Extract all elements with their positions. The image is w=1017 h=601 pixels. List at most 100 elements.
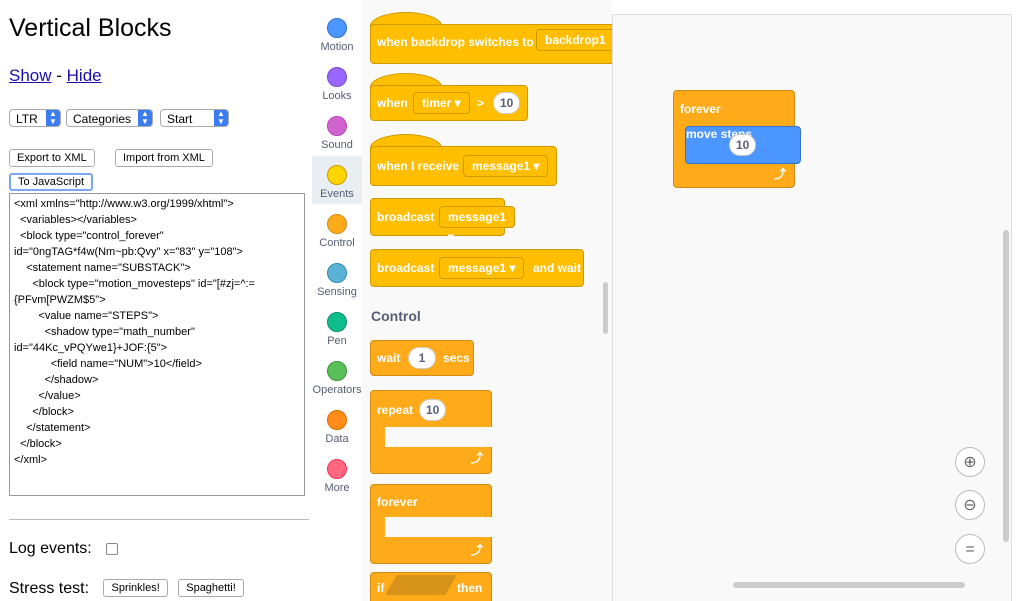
forever-block[interactable]: forever ⤴ — [370, 484, 492, 564]
reset-zoom-icon[interactable]: = — [955, 534, 985, 564]
timer-value-input[interactable]: 10 — [493, 92, 521, 114]
block-label: when — [377, 96, 408, 110]
category-color-icon — [327, 67, 347, 87]
operator-label: > — [477, 96, 485, 110]
direction-select[interactable]: LTR ▲▼ — [9, 109, 61, 127]
block-suffix: secs — [443, 351, 470, 365]
loop-arrow-icon: ⤴ — [470, 451, 483, 465]
zoom-in-icon[interactable]: ⊕ — [955, 447, 985, 477]
c-slot — [385, 517, 492, 537]
repeat-block[interactable]: repeat 10 ⤴ — [370, 390, 492, 474]
message-dropdown[interactable]: message1 ▾ — [439, 257, 525, 279]
export-xml-button[interactable]: Export to XML — [9, 149, 95, 167]
category-label: Looks — [322, 90, 352, 102]
block-label: wait — [377, 351, 401, 365]
flyout-scrollbar[interactable] — [603, 282, 608, 334]
message-dropdown[interactable]: message1 ▾ — [463, 155, 549, 177]
backdrop-dropdown[interactable]: backdrop1 — [536, 29, 612, 51]
condition-slot[interactable] — [385, 575, 457, 595]
sprinkles-button[interactable]: Sprinkles! — [103, 579, 168, 597]
import-xml-button[interactable]: Import from XML — [115, 149, 213, 167]
category-sound[interactable]: Sound — [312, 107, 362, 155]
loop-arrow-icon: ⤴ — [470, 543, 483, 557]
block-label: forever — [377, 495, 418, 509]
broadcast-and-wait-block[interactable]: broadcast message1 ▾ and wait — [370, 249, 584, 287]
log-events-label: Log events: — [9, 540, 92, 557]
loop-arrow-icon: ⤴ — [773, 167, 786, 181]
page-title: Vertical Blocks — [9, 14, 172, 42]
hide-link[interactable]: Hide — [66, 66, 102, 85]
select-arrows-icon: ▲▼ — [46, 110, 60, 126]
divider — [9, 519, 309, 520]
block-label: forever — [680, 102, 721, 116]
category-data[interactable]: Data — [312, 401, 362, 449]
category-label: Events — [320, 188, 354, 200]
log-events-checkbox[interactable] — [105, 542, 118, 555]
message-dropdown-label: message1 — [448, 261, 507, 275]
category-color-icon — [327, 410, 347, 430]
block-label: broadcast — [377, 210, 435, 224]
block-label: repeat — [377, 403, 414, 417]
category-color-icon — [327, 361, 347, 381]
select-arrows-icon: ▲▼ — [138, 110, 152, 126]
timer-dropdown-label: timer — [422, 96, 452, 110]
timer-dropdown[interactable]: timer ▾ — [413, 92, 470, 114]
category-color-icon — [327, 459, 347, 479]
broadcast-block[interactable]: broadcast message1 ▾ — [370, 198, 516, 244]
toolbox-select-value: Categories — [73, 112, 132, 126]
zoom-out-icon[interactable]: ⊖ — [955, 490, 985, 520]
wait-value-input[interactable]: 1 — [408, 347, 436, 369]
message-dropdown[interactable]: message1 ▾ — [439, 206, 516, 244]
position-select-value: Start — [167, 112, 193, 126]
stress-test-label: Stress test: — [9, 580, 90, 597]
move-steps-input[interactable]: 10 — [729, 134, 757, 156]
block-label: move — [686, 127, 718, 141]
category-label: Data — [325, 433, 349, 445]
category-operators[interactable]: Operators — [312, 352, 362, 400]
spaghetti-button[interactable]: Spaghetti! — [178, 579, 244, 597]
direction-select-value: LTR — [16, 112, 38, 126]
category-control[interactable]: Control — [312, 205, 362, 253]
block-flyout: when backdrop switches to backdrop1 when… — [362, 0, 612, 601]
block-label: when backdrop switches to — [377, 35, 534, 49]
workspace[interactable] — [612, 14, 1012, 601]
control-section-label: Control — [371, 308, 421, 324]
category-more[interactable]: More — [312, 450, 362, 498]
toolbox-select[interactable]: Categories ▲▼ — [66, 109, 153, 127]
category-sensing[interactable]: Sensing — [312, 254, 362, 302]
link-separator: - — [51, 66, 67, 85]
when-i-receive-block[interactable]: when I receive message1 ▾ — [370, 146, 557, 186]
category-motion[interactable]: Motion — [312, 9, 362, 57]
block-suffix: and wait — [533, 261, 582, 275]
block-label: broadcast — [377, 261, 435, 275]
show-link[interactable]: Show — [9, 66, 52, 85]
to-javascript-button[interactable]: To JavaScript — [9, 173, 94, 191]
category-label: Sound — [321, 139, 353, 151]
when-timer-block[interactable]: when timer ▾ > 10 — [370, 85, 528, 121]
category-looks[interactable]: Looks — [312, 58, 362, 106]
category-color-icon — [327, 312, 347, 332]
if-block[interactable]: if then — [370, 572, 492, 601]
category-color-icon — [327, 165, 347, 185]
category-color-icon — [327, 116, 347, 136]
when-backdrop-switches-block[interactable]: when backdrop switches to backdrop1 — [370, 24, 612, 64]
position-select[interactable]: Start ▲▼ — [160, 109, 229, 127]
category-pen[interactable]: Pen — [312, 303, 362, 351]
category-label: Pen — [327, 335, 347, 347]
xml-textarea[interactable]: <xml xmlns="http://www.w3.org/1999/xhtml… — [9, 193, 305, 496]
repeat-value-input[interactable]: 10 — [419, 399, 447, 421]
wait-block[interactable]: wait 1 secs — [370, 340, 474, 376]
category-label: More — [324, 482, 350, 494]
select-arrows-icon: ▲▼ — [214, 110, 228, 126]
category-color-icon — [327, 214, 347, 234]
c-slot — [385, 427, 492, 447]
category-color-icon — [327, 263, 347, 283]
category-label: Motion — [320, 41, 354, 53]
block-suffix: then — [457, 581, 483, 595]
workspace-move-block[interactable]: move 10 steps — [685, 126, 801, 164]
log-events-row: Log events: — [9, 540, 118, 558]
category-events[interactable]: Events — [312, 156, 362, 204]
workspace-horizontal-scrollbar[interactable] — [733, 582, 965, 588]
workspace-vertical-scrollbar[interactable] — [1003, 230, 1009, 542]
left-panel: Vertical Blocks Show - Hide LTR ▲▼ Categ… — [0, 0, 312, 601]
